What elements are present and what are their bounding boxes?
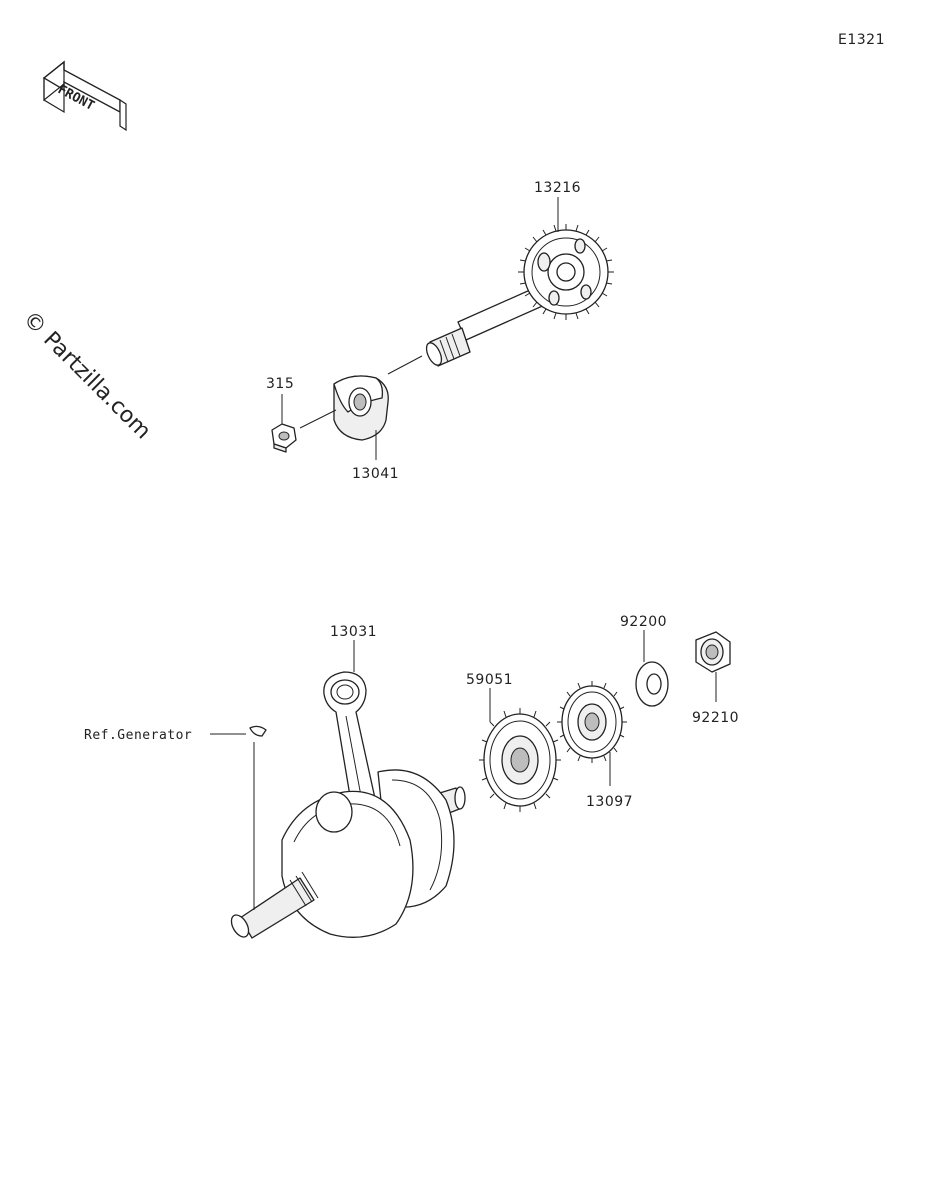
part-number-13097[interactable]: 13097 xyxy=(586,794,633,810)
watermark: © Partzilla.com xyxy=(18,307,156,445)
balancer-weight-13041[interactable] xyxy=(333,375,389,441)
nut-315[interactable] xyxy=(271,423,297,453)
connecting-rod-13031[interactable] xyxy=(323,671,379,821)
part-number-315[interactable]: 315 xyxy=(266,376,294,392)
part-number-13041[interactable]: 13041 xyxy=(352,466,399,482)
front-arrow-icon: FRONT xyxy=(42,60,127,132)
washer-92200[interactable] xyxy=(635,661,669,707)
nut-92210[interactable] xyxy=(695,631,731,673)
key-ref-generator[interactable] xyxy=(249,725,267,737)
part-number-92200[interactable]: 92200 xyxy=(620,614,667,630)
diagram-code: E1321 xyxy=(838,32,885,48)
crankshaft[interactable] xyxy=(228,769,466,940)
part-number-59051[interactable]: 59051 xyxy=(466,672,513,688)
part-number-13031[interactable]: 13031 xyxy=(330,624,377,640)
balancer-shaft-13216[interactable] xyxy=(423,224,614,367)
part-number-92210[interactable]: 92210 xyxy=(692,710,739,726)
ref-generator-label[interactable]: Ref.Generator xyxy=(84,728,192,743)
part-number-13216[interactable]: 13216 xyxy=(534,180,581,196)
gear-59051[interactable] xyxy=(479,708,561,812)
gear-13097[interactable] xyxy=(557,681,627,763)
